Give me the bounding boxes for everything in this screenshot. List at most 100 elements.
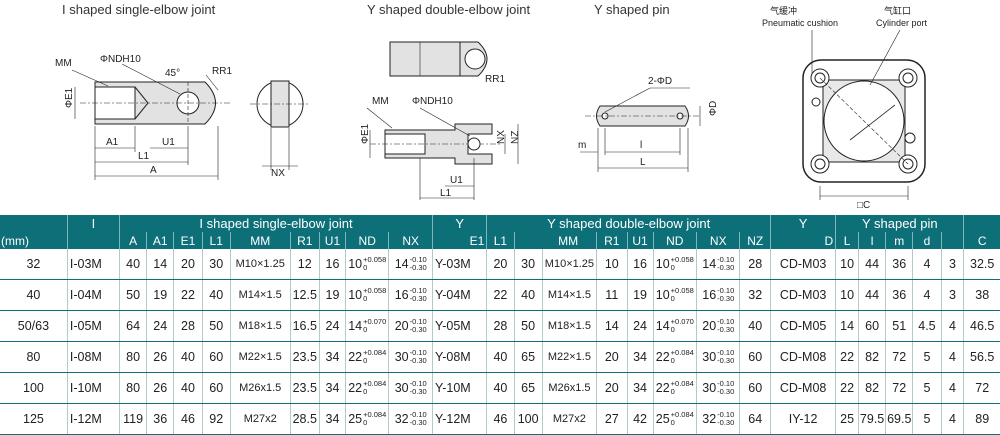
y-joint-top-drawing [389, 41, 488, 77]
cylinder-face-drawing [802, 29, 926, 200]
cell-y-mm: M26x1.5 [541, 372, 597, 404]
y-nd-label: ΦNDH10 [412, 96, 453, 107]
cell-a1: 26 [146, 372, 174, 404]
col-i-u1: U1 [318, 232, 346, 249]
cushion-en-label: Pneumatic cushion [762, 18, 838, 28]
cell-pin-l-small: 72 [885, 341, 913, 373]
cell-e1: 22 [173, 279, 203, 311]
cell-y-e1: 28 [486, 310, 514, 342]
cell-bore: 32 [0, 249, 68, 280]
cell-e1: 46 [173, 403, 203, 435]
cell-pin-d-small: 3 [940, 249, 964, 280]
cell-pin-d: 10 [835, 249, 859, 280]
cell-c: 46.5 [963, 310, 1000, 342]
col-pin-d: D [770, 232, 836, 249]
cell-y-model: Y-03M [432, 249, 487, 280]
cell-a: 64 [119, 310, 147, 342]
col-y-nz: NZ [739, 232, 771, 249]
cell-pin-d: 25 [835, 403, 859, 435]
col-y-r1: R1 [596, 232, 627, 249]
cell-a1: 26 [146, 341, 174, 373]
cell-pin-l: 44 [858, 249, 886, 280]
cell-bore: 125 [0, 403, 68, 435]
technical-drawings: MM ΦNDH10 45° RR1 ΦE1 A1 U1 L1 A NX RR1 … [55, 5, 928, 211]
cell-c: 72 [963, 372, 1000, 404]
cell-e1: 20 [173, 249, 203, 280]
cell-u1: 16 [318, 249, 346, 280]
cell-a: 40 [119, 249, 147, 280]
cell-i-model: I-12M [66, 403, 120, 435]
cell-mm: M26x1.5 [229, 372, 291, 404]
cell-a1: 36 [146, 403, 174, 435]
cell-pin-m: 5 [912, 403, 942, 435]
pin-2d-label: 2-ΦD [648, 76, 672, 87]
cell-pin-d: 14 [835, 310, 859, 342]
cell-pin-l-small: 69.5 [885, 403, 913, 435]
cell-y-mm: M10×1.25 [541, 249, 597, 280]
cell-pin-d: 10 [835, 279, 859, 311]
cell-y-l1: 40 [513, 279, 543, 311]
cell-nz: 60 [739, 341, 771, 373]
cell-bore: 80 [0, 341, 68, 373]
y-joint-side-drawing [366, 107, 519, 200]
cell-u1: 34 [318, 341, 346, 373]
col-y-mm: MM [513, 232, 597, 249]
y-l1-label: L1 [440, 188, 452, 199]
y-rr1-label: RR1 [485, 74, 505, 85]
col-y-nd: ND [652, 232, 697, 249]
cell-y-l1: 30 [513, 249, 543, 280]
cell-c: 89 [963, 403, 1000, 435]
i-l1-label: L1 [138, 151, 150, 162]
i-e1-label: ΦE1 [64, 87, 75, 108]
cell-pin-l: 60 [858, 310, 886, 342]
cell-pin-d-small: 4 [940, 310, 964, 342]
cell-bore: 100 [0, 372, 68, 404]
pin-m-label: m [578, 140, 586, 151]
cell-y-r1: 20 [596, 341, 627, 373]
col-mm: (mm) [0, 232, 68, 249]
cell-i-model: I-10M [66, 372, 120, 404]
i-u1-label: U1 [162, 137, 175, 148]
cell-y-l1: 50 [513, 310, 543, 342]
cell-y-mm: M27x2 [541, 403, 597, 435]
pin-d-label: ΦD [708, 101, 719, 116]
cell-y-l1: 100 [513, 403, 543, 435]
i-a-label: A [150, 165, 157, 176]
col-y-nx: NX [696, 232, 740, 249]
col-i-nd: ND [344, 232, 389, 249]
cell-c: 56.5 [963, 341, 1000, 373]
col-i-a1: A1 [146, 232, 174, 249]
cell-y-r1: 11 [596, 279, 627, 311]
y-group-code: Y [432, 215, 487, 232]
cell-bore: 40 [0, 279, 68, 311]
pin-l-small-label: l [640, 140, 642, 151]
pin-group-code: Y [770, 215, 836, 232]
cell-nz: 64 [739, 403, 771, 435]
cell-pin-l: 82 [858, 372, 886, 404]
y-e1-label: ΦE1 [360, 123, 371, 144]
cell-i-model: I-08M [66, 341, 120, 373]
cell-l1: 30 [201, 249, 231, 280]
cell-y-model: Y-12M [432, 403, 487, 435]
y-mm-label: MM [372, 96, 389, 107]
cell-l1: 92 [201, 403, 231, 435]
cell-y-u1: 34 [626, 372, 654, 404]
cell-e1: 40 [173, 372, 203, 404]
cell-pin-model: CD-M05 [770, 310, 836, 342]
cell-y-nx: 30-0.10-0.30 [696, 372, 740, 404]
cyl-c-label: □C [857, 200, 870, 211]
cell-pin-model: CD-M08 [770, 341, 836, 373]
y-pin-drawing [580, 87, 701, 172]
cell-l1: 40 [201, 279, 231, 311]
cell-y-l1: 65 [513, 372, 543, 404]
cell-r1: 16.5 [289, 310, 320, 342]
cell-pin-model: IY-12 [770, 403, 836, 435]
cell-a1: 14 [146, 249, 174, 280]
